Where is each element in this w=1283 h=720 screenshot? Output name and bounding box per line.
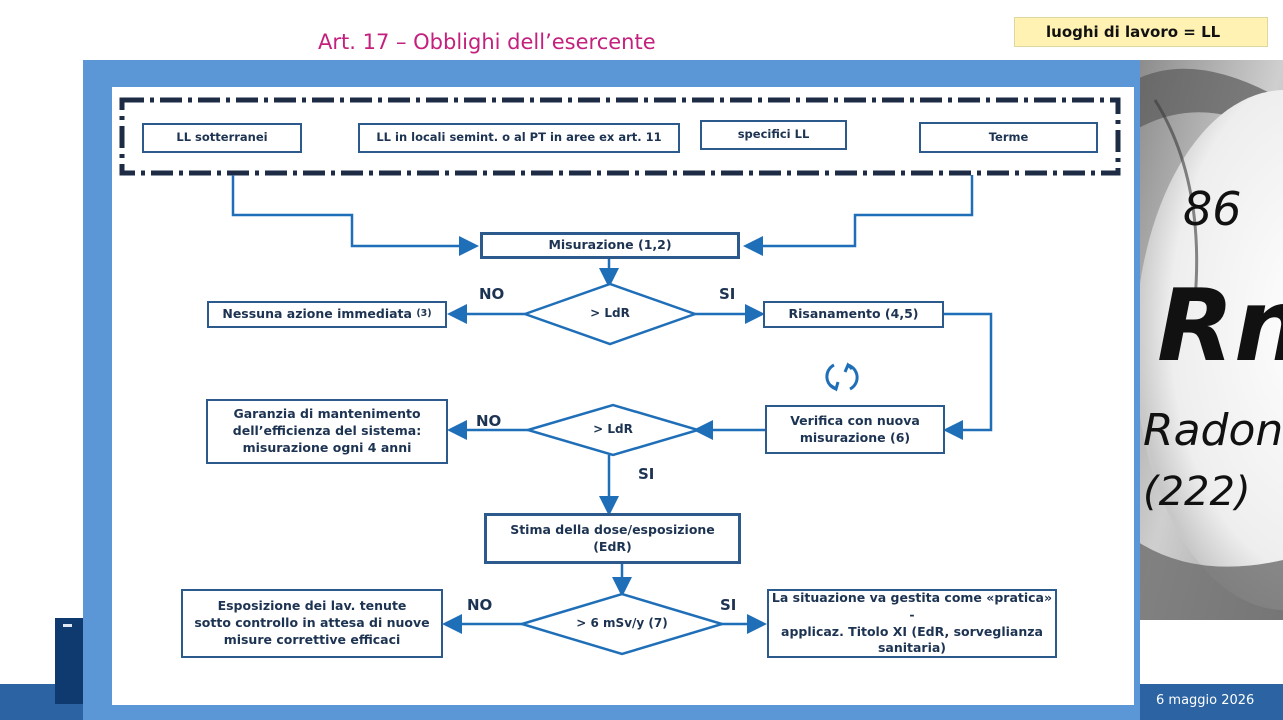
box-misurazione: Misurazione (1,2) xyxy=(480,232,740,259)
esposizione-line-3: misure correttive efficaci xyxy=(223,631,401,647)
decision-1-text: > LdR xyxy=(590,306,630,320)
label-si-1: SI xyxy=(719,285,736,303)
box-nessuna-azione: Nessuna azione immediata (3) xyxy=(207,301,447,328)
verifica-line-1: Verifica con nuova xyxy=(790,412,920,428)
label-no-1: NO xyxy=(479,285,505,303)
box-esposizione: Esposizione dei lav. tenute sotto contro… xyxy=(181,589,443,658)
stima-line-1: Stima della dose/esposizione xyxy=(510,521,715,537)
box-ll-sotterranei: LL sotterranei xyxy=(142,123,302,153)
box-ll-semint: LL in locali semint. o al PT in aree ex … xyxy=(358,123,680,153)
label-no-2: NO xyxy=(476,412,502,430)
diagram-canvas: LL sotterranei LL in locali semint. o al… xyxy=(112,87,1134,705)
box-stima-dose: Stima della dose/esposizione (EdR) xyxy=(484,513,741,564)
element-symbol: Rn xyxy=(1157,267,1283,384)
decision-diamond-2 xyxy=(523,403,703,457)
footer-logo-mark xyxy=(63,624,72,627)
decision-2-text: > LdR xyxy=(593,422,633,436)
pratica-line-1: La situazione va gestita come «pratica» … xyxy=(771,589,1053,622)
decision-3-text: > 6 mSv/y (7) xyxy=(576,616,668,630)
pratica-line-2: applicaz. Titolo XI (EdR, sorveglianza xyxy=(781,623,1043,639)
atomic-number: 86 xyxy=(1183,182,1242,236)
esposizione-line-1: Esposizione dei lav. tenute xyxy=(217,598,407,614)
box-garanzia: Garanzia di mantenimento dell’efficienza… xyxy=(206,399,448,464)
esposizione-line-2: sotto controllo in attesa di nuove xyxy=(194,615,430,631)
top-group-border xyxy=(119,97,1121,176)
cycle-icon xyxy=(825,362,859,392)
slide-title: Art. 17 – Obblighi dell’esercente xyxy=(318,30,656,54)
decision-diamond-3 xyxy=(517,592,727,656)
verifica-line-2: misurazione (6) xyxy=(799,429,911,445)
atomic-mass: (222) xyxy=(1143,469,1251,515)
flow-connectors xyxy=(119,97,1121,656)
box-specifici-ll: specifici LL xyxy=(700,120,847,150)
nessuna-azione-ref: (3) xyxy=(416,308,432,320)
box-risanamento: Risanamento (4,5) xyxy=(763,301,944,328)
stima-line-2: (EdR) xyxy=(593,538,632,554)
garanzia-line-2: dell’efficienza del sistema: xyxy=(232,423,422,439)
label-si-3: SI xyxy=(720,596,737,614)
label-si-2: SI xyxy=(638,465,655,483)
decision-diamond-1 xyxy=(521,282,699,346)
element-name: Radon xyxy=(1143,405,1283,456)
box-pratica: La situazione va gestita come «pratica» … xyxy=(767,589,1057,658)
garanzia-line-1: Garanzia di mantenimento xyxy=(233,406,421,422)
footer-date: 6 maggio 2026 xyxy=(1156,693,1255,708)
label-no-3: NO xyxy=(467,596,493,614)
legend-tag: luoghi di lavoro = LL xyxy=(1014,17,1268,47)
radon-photo: 86 Rn Radon (222) xyxy=(1135,60,1283,620)
garanzia-line-3: misurazione ogni 4 anni xyxy=(242,439,412,455)
nessuna-azione-text: Nessuna azione immediata xyxy=(222,306,412,322)
pratica-line-3: sanitaria) xyxy=(877,640,947,656)
box-verifica: Verifica con nuova misurazione (6) xyxy=(765,405,945,454)
box-terme: Terme xyxy=(919,122,1098,153)
